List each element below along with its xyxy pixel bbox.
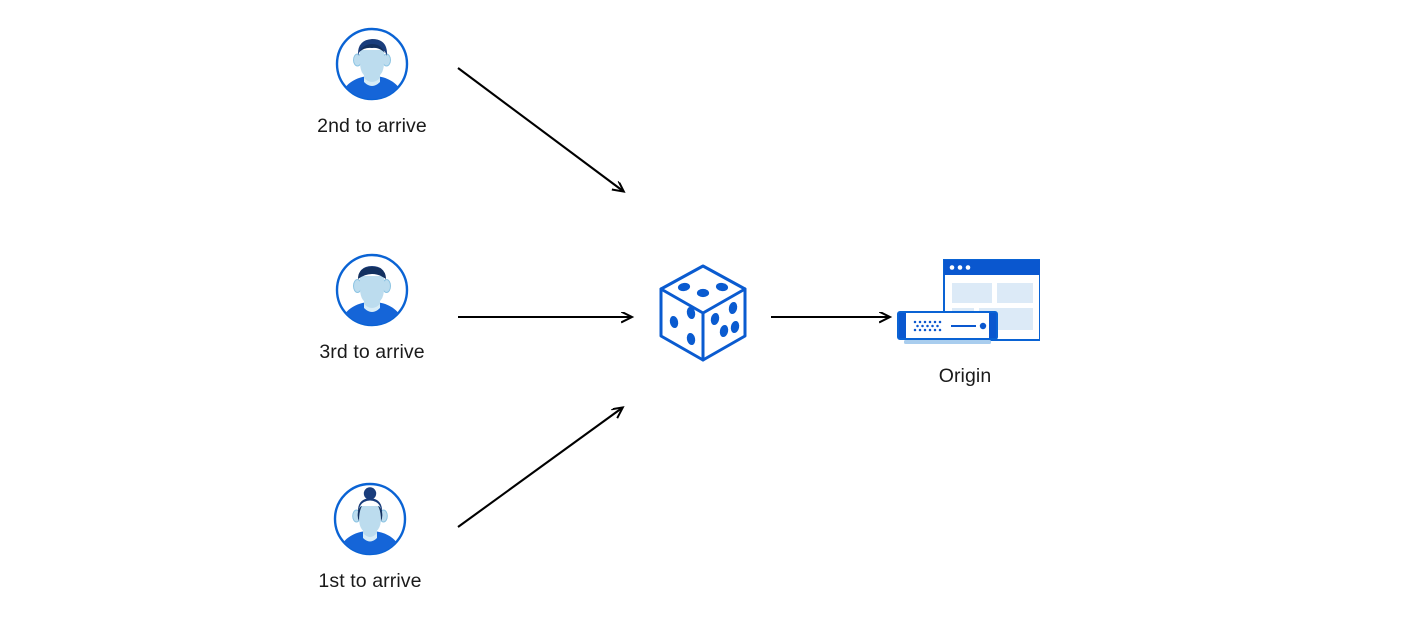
node-client-3rd[interactable]: 3rd to arrive: [307, 252, 437, 364]
node-client-1st[interactable]: 1st to arrive: [305, 481, 435, 593]
user-avatar-female-bun-icon: [333, 482, 407, 556]
origin-server-browser-icon: [897, 258, 1040, 344]
origin-icon-wrap: [875, 252, 1055, 352]
user-avatar-male-flat-icon: [335, 253, 409, 327]
node-client-2nd[interactable]: 2nd to arrive: [307, 26, 437, 138]
dice-cube-icon: [659, 264, 747, 362]
node-origin[interactable]: Origin: [875, 252, 1055, 388]
user-avatar-male-wavy-icon: [335, 27, 409, 101]
avatar: [307, 252, 437, 328]
node-label: 1st to arrive: [318, 570, 422, 592]
node-label: Origin: [938, 365, 992, 387]
arrow-1st-to-dice: [457, 408, 622, 528]
arrow-2nd-to-dice: [457, 67, 623, 191]
avatar: [305, 481, 435, 557]
node-randomizer[interactable]: [648, 258, 758, 368]
server-appliance-icon: [897, 310, 998, 344]
node-label: 3rd to arrive: [319, 341, 425, 363]
node-label: 2nd to arrive: [317, 115, 427, 137]
avatar: [307, 26, 437, 102]
